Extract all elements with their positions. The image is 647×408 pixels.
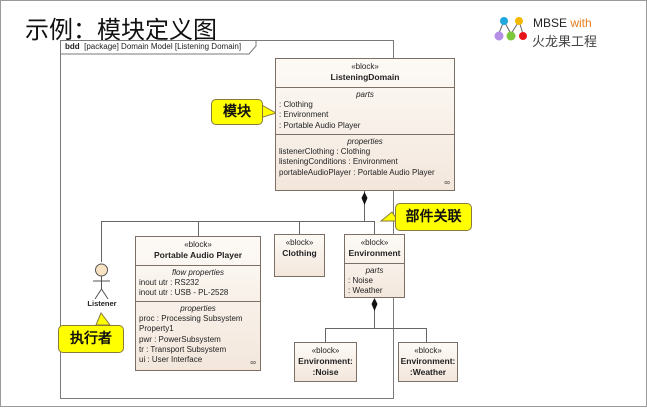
part-item: : Portable Audio Player [279,120,361,130]
properties-compartment: properties proc : Processing Subsystem P… [136,301,260,367]
property-item: Property1 [139,324,174,334]
frame-label: bdd [package] Domain Model [Listening Do… [65,42,241,51]
block-name: Portable Audio Player [153,250,242,260]
block-listening-domain[interactable]: «block» ListeningDomain parts : Clothing… [275,58,455,191]
frame-tab-shape [61,41,257,55]
block-clothing[interactable]: «block» Clothing [274,234,325,277]
frame-title: [package] Domain Model [Listening Domain… [84,42,242,51]
part-item: : Noise [348,276,373,285]
logo-node [519,32,527,40]
parts-compartment: parts : Clothing : Environment : Portabl… [276,87,454,134]
part-item: : Clothing [279,100,313,109]
logo-mbse: MBSE [533,16,571,30]
logo-text-mbse: MBSE with [533,16,592,30]
block-header: «block» Clothing [275,235,324,259]
property-item: tr : Transport Subsystem [139,344,227,354]
block-name-line1: Environment: [400,356,456,366]
flow-property-item: inout utr : USB - PL-2528 [139,288,229,298]
flow-properties-compartment: flow properties inout utr : RS232 inout … [136,265,260,301]
logo-node [515,17,523,25]
block-environment-noise[interactable]: «block» Environment: :Noise [294,342,357,382]
block-stereotype: «block» [311,346,340,355]
properties-title: properties [347,137,383,146]
block-header: «block» Environment: :Noise [295,343,356,378]
block-name-line2: :Weather [409,367,447,377]
parts-title: parts [356,90,374,99]
block-name: Environment [348,248,401,258]
block-header: «block» ListeningDomain [276,59,454,87]
callout-actor: 执行者 [58,325,124,353]
property-item: pwr : PowerSubsystem [139,334,221,344]
block-header: «block» Portable Audio Player [136,237,260,265]
logo-graph-icon [494,17,527,41]
block-header: «block» Environment [345,235,404,263]
property-item: listeningConditions : Environment [279,157,398,167]
properties-title: properties [180,304,216,313]
block-name: Clothing [282,248,317,258]
parts-compartment: parts : Noise : Weather [345,263,404,299]
logo: MBSE with 火龙果工程 [492,12,632,50]
block-portable-audio-player[interactable]: «block» Portable Audio Player flow prope… [135,236,261,371]
chain-link-icon: ∞ [444,178,450,187]
actor-icon [93,263,110,300]
block-name: ListeningDomain [330,72,400,82]
block-stereotype: «block» [360,238,389,247]
callout-part-association: 部件关联 [395,203,472,231]
block-stereotype: «block» [351,62,379,71]
part-item: : Weather [348,286,383,296]
chain-link-icon: ∞ [250,358,256,367]
flow-property-item: inout utr : RS232 [139,278,200,287]
logo-node [494,31,504,41]
composition-diamond-icon [371,298,378,311]
logo-node [506,31,516,41]
block-environment-weather[interactable]: «block» Environment: :Weather [398,342,458,382]
block-stereotype: «block» [285,238,314,247]
slide-title: 示例：模块定义图 [25,16,217,44]
flow-properties-title: flow properties [171,268,225,277]
logo-with: with [570,16,592,30]
logo-node [500,17,508,25]
block-header: «block» Environment: :Weather [399,343,457,378]
callout-pointer [95,312,111,326]
actor-name: Listener [87,299,117,308]
composition-diamond-icon [361,192,368,205]
block-stereotype: «block» [414,346,442,355]
property-item: listenerClothing : Clothing [279,147,371,156]
property-item: ui : User Interface [139,355,203,365]
block-stereotype: «block» [184,240,212,249]
properties-compartment: properties listenerClothing : Clothing l… [276,134,454,180]
block-name-line1: Environment: [298,356,353,366]
logo-text-company: 火龙果工程 [532,35,598,50]
block-environment[interactable]: «block» Environment parts : Noise : Weat… [344,234,405,298]
property-item: proc : Processing Subsystem [139,314,243,323]
frame-kind: bdd [65,42,80,51]
block-name-line2: :Noise [312,367,339,377]
part-item: : Environment [279,110,329,120]
property-item: portableAudioPlayer : Portable Audio Pla… [279,167,435,177]
parts-title: parts [365,266,384,275]
callout-block: 模块 [211,99,263,125]
